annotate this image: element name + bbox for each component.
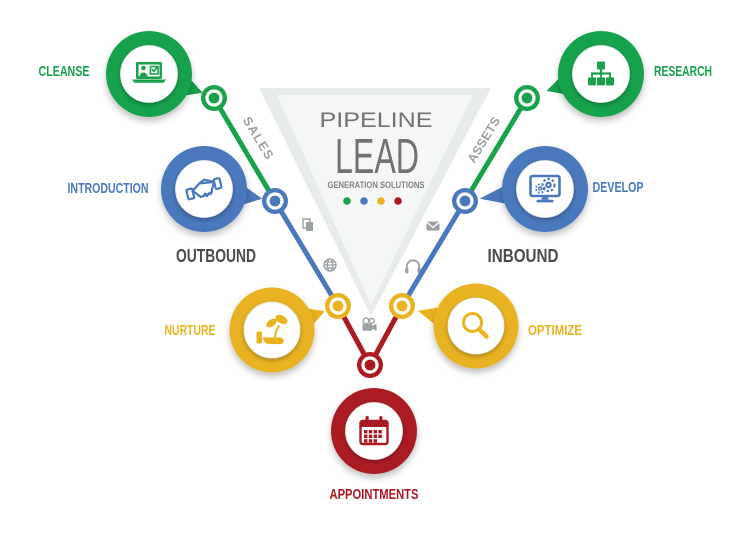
handshake-icon xyxy=(185,177,223,201)
funnel-inner-triangle xyxy=(277,95,473,305)
ring-introduction xyxy=(262,188,288,214)
appointments-label: APPOINTMENTS xyxy=(330,486,419,503)
dot-blue xyxy=(360,197,368,205)
assets-line-green xyxy=(462,96,530,203)
cleanse-label: CLEANSE xyxy=(39,63,90,80)
sales-line-blue xyxy=(272,199,341,308)
funnel xyxy=(259,88,491,316)
ring-develop xyxy=(452,188,478,214)
sitemap-icon xyxy=(588,61,614,86)
node-cleanse: CLEANSE xyxy=(39,31,203,117)
headphones-icon xyxy=(405,259,421,274)
inbound-group-label: INBOUND xyxy=(488,245,559,266)
ring-optimize xyxy=(389,293,415,319)
video-camera-icon xyxy=(362,317,377,331)
develop-label: DEVELOP xyxy=(593,179,644,196)
hand-plant-icon xyxy=(256,314,288,345)
sales-line-green xyxy=(211,96,278,203)
brand-main-text: LEAD xyxy=(335,130,419,184)
brand-sub-text: GENERATION SOLUTIONS xyxy=(328,180,425,191)
outbound-group-label: OUTBOUND xyxy=(176,245,256,266)
node-research: RESEARCH xyxy=(546,31,712,117)
calendar-icon xyxy=(359,416,389,446)
brand-title: PIPELINE LEAD GENERATION SOLUTIONS xyxy=(320,109,433,205)
envelope-icon xyxy=(426,221,440,231)
dot-yellow xyxy=(377,197,385,205)
ring-nurture xyxy=(325,293,351,319)
dot-red xyxy=(394,197,402,205)
ring-appointments xyxy=(357,352,383,378)
magnifier-icon xyxy=(462,312,489,339)
node-introduction: INTRODUCTION xyxy=(68,146,263,232)
connector-rings xyxy=(201,85,540,378)
node-develop: DEVELOP xyxy=(479,146,644,232)
globe-icon xyxy=(323,258,337,272)
nurture-label: NURTURE xyxy=(165,322,216,339)
ring-research xyxy=(514,85,540,111)
brand-color-dots xyxy=(343,197,402,205)
dot-green xyxy=(343,197,351,205)
brand-top-text: PIPELINE xyxy=(320,109,433,132)
laptop-user-check-icon xyxy=(132,62,166,83)
node-appointments: APPOINTMENTS xyxy=(330,388,419,503)
monitor-gears-icon xyxy=(529,174,561,203)
node-optimize: OPTIMIZE xyxy=(417,283,582,369)
introduction-label: INTRODUCTION xyxy=(68,181,149,197)
node-nurture: NURTURE xyxy=(165,287,325,373)
copy-icon xyxy=(302,218,313,231)
research-label: RESEARCH xyxy=(654,63,712,80)
assets-line-blue xyxy=(399,199,468,308)
ring-cleanse xyxy=(201,85,227,111)
optimize-label: OPTIMIZE xyxy=(528,322,582,339)
